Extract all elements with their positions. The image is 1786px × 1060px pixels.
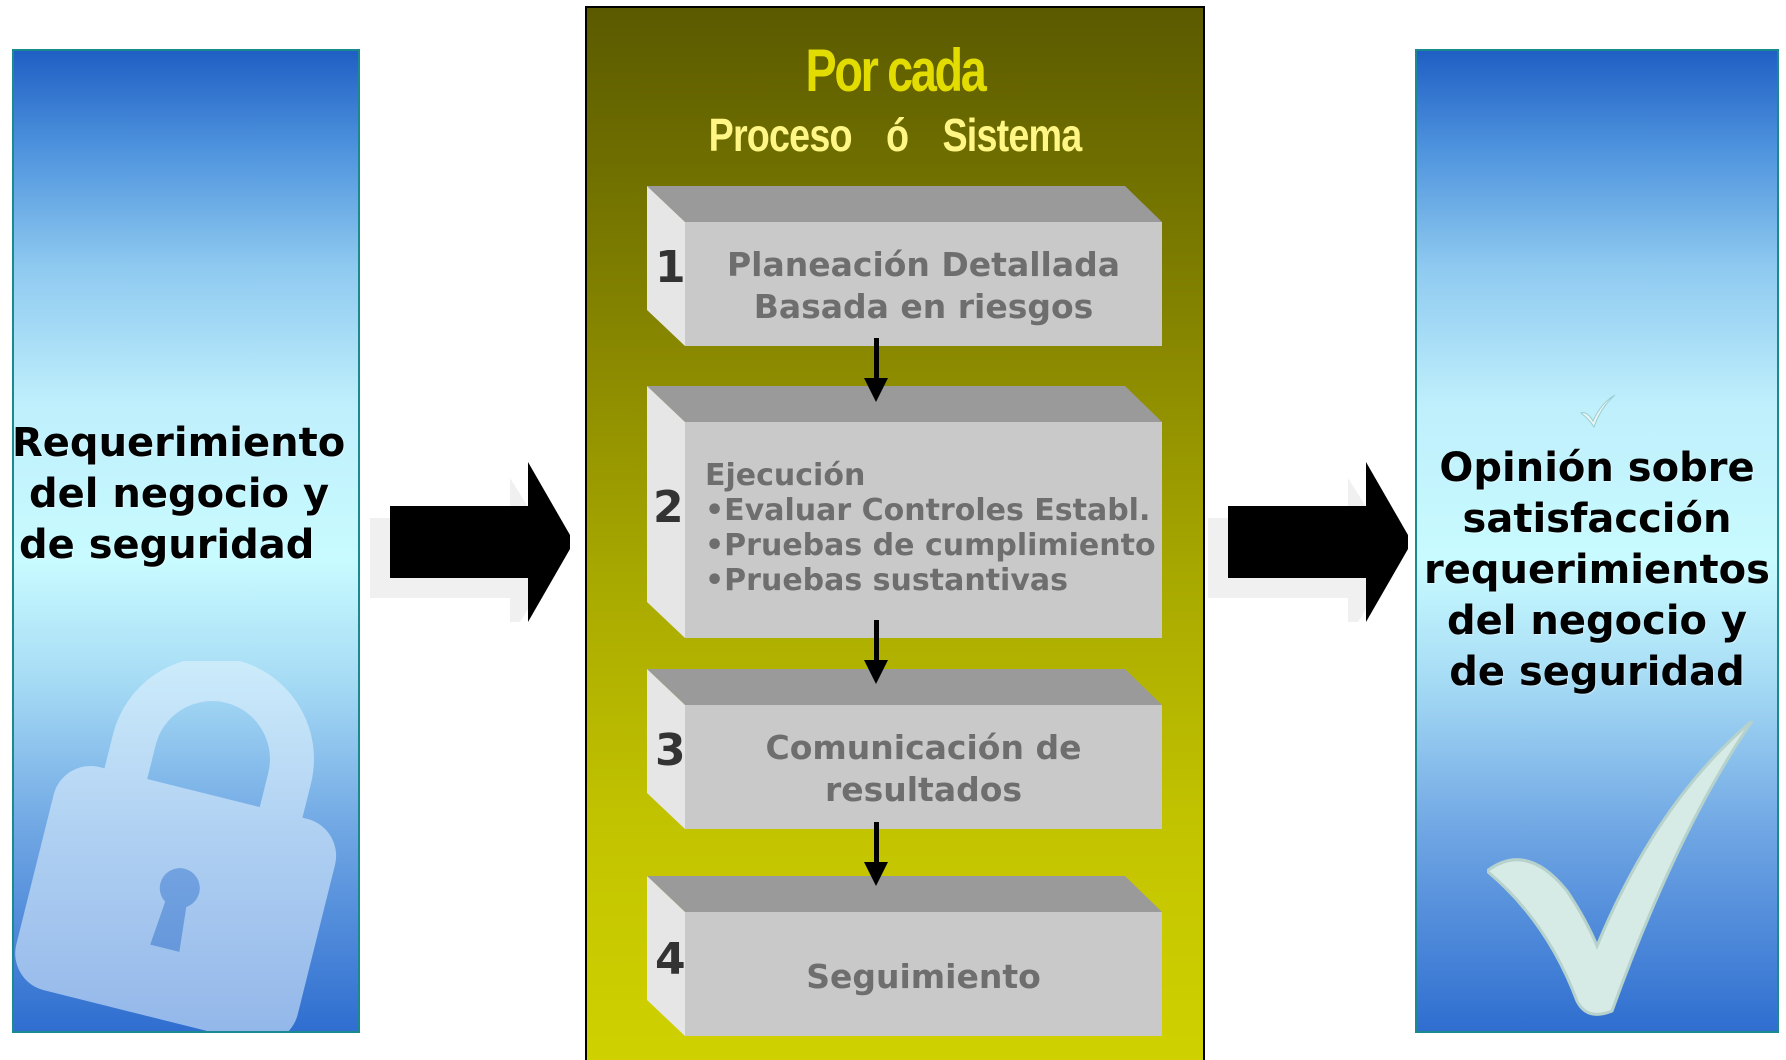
down-arrow-icon (864, 620, 888, 684)
down-arrow-icon (864, 822, 888, 886)
process-subtitle: Proceso ó Sistema (708, 109, 1083, 161)
step-line: Ejecución (705, 458, 866, 493)
step-number: 3 (655, 725, 686, 776)
opinion-line: satisfacción (1462, 496, 1732, 542)
requirements-text: Requerimiento del negocio y de seguridad (14, 418, 358, 571)
step-followup: 4 Seguimiento (647, 876, 1162, 1036)
check-small-icon (1579, 394, 1616, 429)
step-line: •Pruebas de cumplimiento (705, 528, 1156, 563)
step-box (647, 876, 1162, 1036)
opinion-text: Opinión sobre satisfacción requerimiento… (1417, 443, 1777, 698)
requirements-panel: Requerimiento del negocio y de seguridad (12, 49, 360, 1033)
process-panel: Por cada Proceso ó Sistema 1 Planeación … (585, 6, 1205, 1060)
down-arrow-icon (864, 338, 888, 402)
opinion-line: del negocio y (1446, 598, 1748, 644)
requirements-line: Requerimiento (12, 420, 346, 466)
step-line: Planeación Detallada (726, 245, 1121, 284)
right-arrow-icon (1208, 462, 1408, 622)
opinion-line: Opinión sobre (1439, 445, 1755, 491)
opinion-panel: Opinión sobre satisfacción requerimiento… (1415, 49, 1779, 1033)
step-planning: 1 Planeación Detallada Basada en riesgos (647, 186, 1162, 346)
step-text: Seguimiento (685, 956, 1162, 998)
step-number: 4 (655, 934, 686, 985)
step-number: 1 (655, 242, 686, 293)
step-line: resultados (824, 770, 1023, 809)
requirements-line: del negocio y (29, 471, 330, 517)
lock-icon (15, 661, 337, 1031)
step-communication: 3 Comunicación de resultados (647, 669, 1162, 829)
step-number: 2 (653, 482, 684, 533)
process-title: Por cada (805, 37, 987, 104)
step-line: Comunicación de (765, 728, 1082, 767)
step-text: Planeación Detallada Basada en riesgos (685, 244, 1162, 328)
check-big-icon (1487, 721, 1754, 1016)
step-line: Basada en riesgos (753, 287, 1094, 326)
step-line: •Pruebas sustantivas (705, 563, 1068, 598)
step-line: Seguimiento (806, 957, 1041, 996)
step-box (647, 669, 1162, 829)
step-execution: 2 Ejecución •Evaluar Controles Establ. •… (647, 386, 1162, 638)
step-text: Ejecución •Evaluar Controles Establ. •Pr… (705, 458, 1162, 598)
step-box (647, 386, 1162, 638)
step-line: •Evaluar Controles Establ. (705, 493, 1151, 528)
opinion-line: requerimientos (1424, 547, 1770, 593)
step-box (647, 186, 1162, 346)
step-text: Comunicación de resultados (685, 727, 1162, 811)
opinion-line: de seguridad (1449, 649, 1745, 695)
right-arrow-icon (370, 462, 570, 622)
requirements-line: de seguridad (19, 522, 315, 568)
